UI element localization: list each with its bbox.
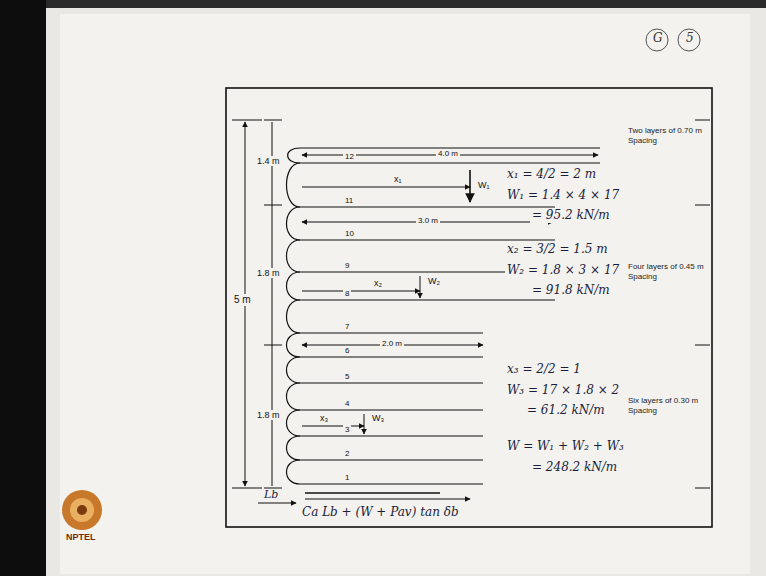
geogrid-layer — [300, 206, 555, 207]
wrap-face — [287, 333, 301, 357]
wrap-face — [287, 436, 301, 460]
layer-number: 1 — [343, 473, 351, 482]
geogrid-layer — [300, 435, 483, 436]
dimension-label: 3.0 m — [416, 216, 440, 225]
handwritten-note: = 61.2 kN/m — [525, 404, 607, 418]
layer-number: 9 — [343, 261, 351, 270]
wrap-face — [287, 163, 301, 207]
handwritten-note: Ca Lb + (W + Pav) tan δb — [300, 506, 461, 520]
dimension-label: 4.0 m — [436, 149, 460, 158]
layer-number: 11 — [343, 196, 355, 205]
layer-number: 5 — [343, 372, 351, 381]
dimension-label: 1.8 m — [255, 410, 282, 420]
geogrid-layer — [300, 332, 483, 333]
layer-number: 10 — [343, 229, 356, 238]
dimension-label: 2.0 m — [380, 339, 404, 348]
handwritten-note: = 91.8 kN/m — [530, 284, 612, 298]
wrap-face — [287, 383, 301, 410]
handwritten-note: W₃ = 17 × 1.8 × 2 — [505, 384, 621, 398]
handwritten-note: Lb — [262, 489, 280, 502]
page-mark: 5 — [684, 32, 696, 46]
dimension-label: 5 m — [232, 294, 253, 306]
wrap-face — [287, 207, 301, 240]
paper-sheet — [60, 14, 750, 574]
handwritten-note: W₂ = 1.8 × 3 × 17 — [505, 264, 621, 278]
symbol-label: x₂ — [372, 278, 384, 288]
handwritten-note: W₁ = 1.4 × 4 × 17 — [505, 189, 621, 203]
wrap-face — [287, 272, 301, 300]
symbol-label: x₁ — [392, 174, 404, 184]
layer-number: 6 — [343, 346, 351, 355]
geogrid-layer — [300, 483, 483, 484]
handwritten-note: = 248.2 kN/m — [530, 461, 619, 475]
dimension-label: 1.8 m — [255, 268, 282, 278]
wrap-face — [287, 357, 301, 383]
geogrid-layer — [300, 382, 483, 383]
wrap-face — [287, 460, 301, 484]
spacing-note: Six layers of 0.30 m Spacing — [626, 396, 710, 415]
handwritten-note: x₃ = 2/2 = 1 — [505, 363, 583, 377]
layer-number: 3 — [343, 425, 351, 434]
symbol-label: W₃ — [370, 413, 386, 423]
symbol-label: W₁ — [476, 180, 492, 190]
layer-number: 8 — [343, 289, 351, 298]
nptel-logo — [62, 490, 102, 530]
wrap-face — [287, 300, 301, 333]
circled-marks — [646, 29, 700, 51]
watermark: NPTEL — [64, 532, 98, 542]
load-arrows — [258, 170, 470, 503]
dimension-label: 1.4 m — [255, 156, 282, 166]
handwritten-note: W = W₁ + W₂ + W₃ — [505, 440, 626, 454]
symbol-label: W₂ — [426, 276, 442, 286]
handwritten-note: x₁ = 4/2 = 2 m — [505, 168, 598, 182]
frame-border — [226, 88, 712, 527]
photo-edge — [0, 0, 46, 576]
dimension-lines — [232, 120, 710, 488]
geogrid-layer — [300, 356, 483, 357]
geogrid-layer — [300, 162, 600, 163]
spacing-note: Two layers of 0.70 m Spacing — [626, 126, 710, 145]
layer-number: 7 — [343, 322, 351, 331]
layer-number: 2 — [343, 449, 351, 458]
spacing-note: Four layers of 0.45 m Spacing — [626, 262, 710, 281]
geogrid-layer — [300, 299, 555, 300]
wrap-face — [287, 410, 301, 436]
symbol-label: x₃ — [318, 413, 330, 423]
geogrid-layer — [300, 459, 483, 460]
photo-edge — [0, 0, 766, 8]
layer-number: 4 — [343, 399, 351, 408]
wrap-face — [288, 148, 300, 163]
geogrid-layer — [300, 239, 555, 240]
layer-number: 12 — [343, 152, 356, 161]
wrap-face — [287, 240, 301, 272]
handwritten-note: = 95.2 kN/m — [530, 209, 612, 223]
page-mark: G — [651, 32, 665, 46]
handwritten-note: x₂ = 3/2 = 1.5 m — [505, 243, 610, 257]
geogrid-layer — [300, 409, 483, 410]
